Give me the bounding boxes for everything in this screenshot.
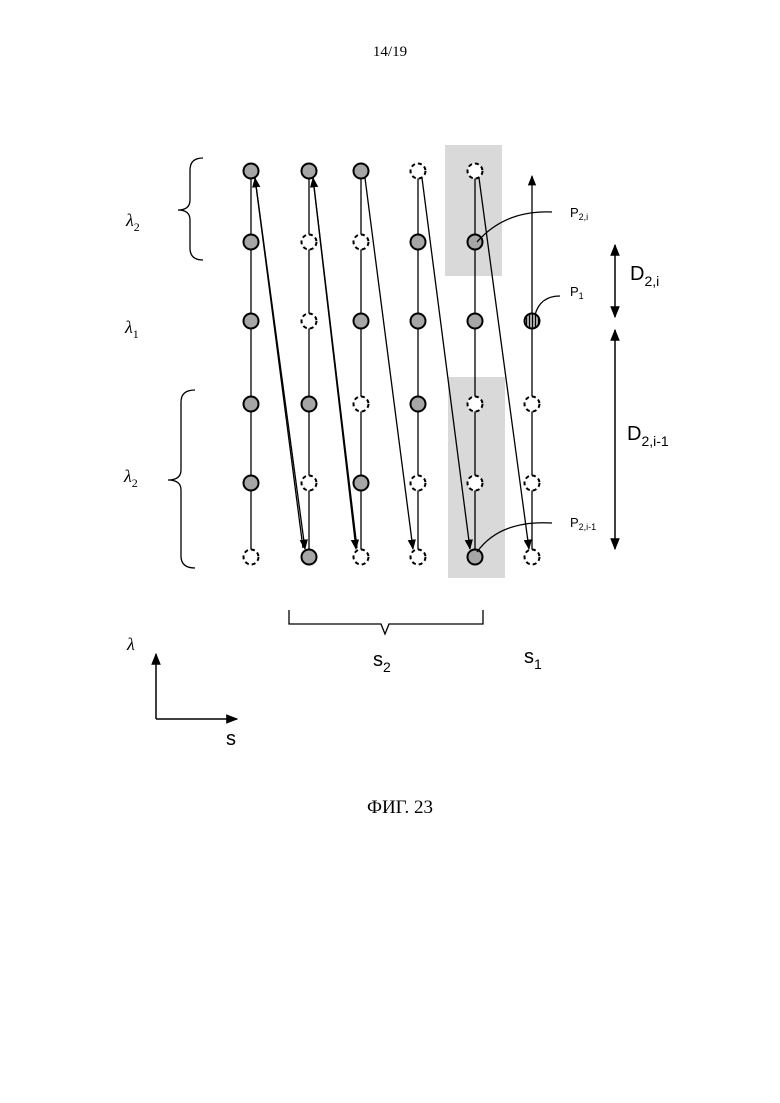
p2i-label: P2,i [570, 205, 588, 222]
lambda2-top-brace [178, 158, 203, 260]
d2im1-label: D2,i-1 [627, 423, 669, 449]
p2im1-label: P2,i-1 [570, 515, 596, 532]
lambda2-bottom-label: λ2 [123, 466, 138, 490]
lambda2-top-label: λ2 [125, 210, 140, 234]
s2-label: s2 [373, 649, 391, 675]
axis-x-label: s [226, 728, 236, 750]
figure-caption: ФИГ. 23 [0, 797, 780, 819]
s1-label: s1 [524, 646, 542, 672]
d2i-label: D2,i [630, 263, 659, 289]
s2-brace [289, 610, 483, 634]
p1-label: P1 [570, 284, 584, 301]
lambda2-bottom-brace [168, 390, 195, 568]
lambda1-label: λ1 [124, 317, 139, 341]
p1-leader [535, 296, 560, 315]
axis-y-label: λ [126, 634, 135, 654]
